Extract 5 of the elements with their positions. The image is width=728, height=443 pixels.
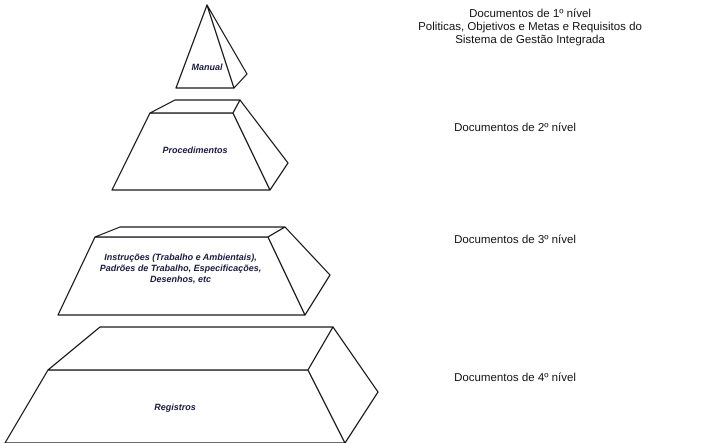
- level-description: Politicas, Objetivos e Metas e Requisitos do Sistema de Gestão Integrada: [417, 21, 643, 47]
- level-caption: Documentos de 2º nível: [453, 122, 577, 135]
- level-caption: Documentos de 1º nível: [468, 8, 592, 21]
- level-caption: Documentos de 4º nível: [453, 372, 577, 385]
- level-caption: Documentos de 3º nível: [453, 234, 577, 247]
